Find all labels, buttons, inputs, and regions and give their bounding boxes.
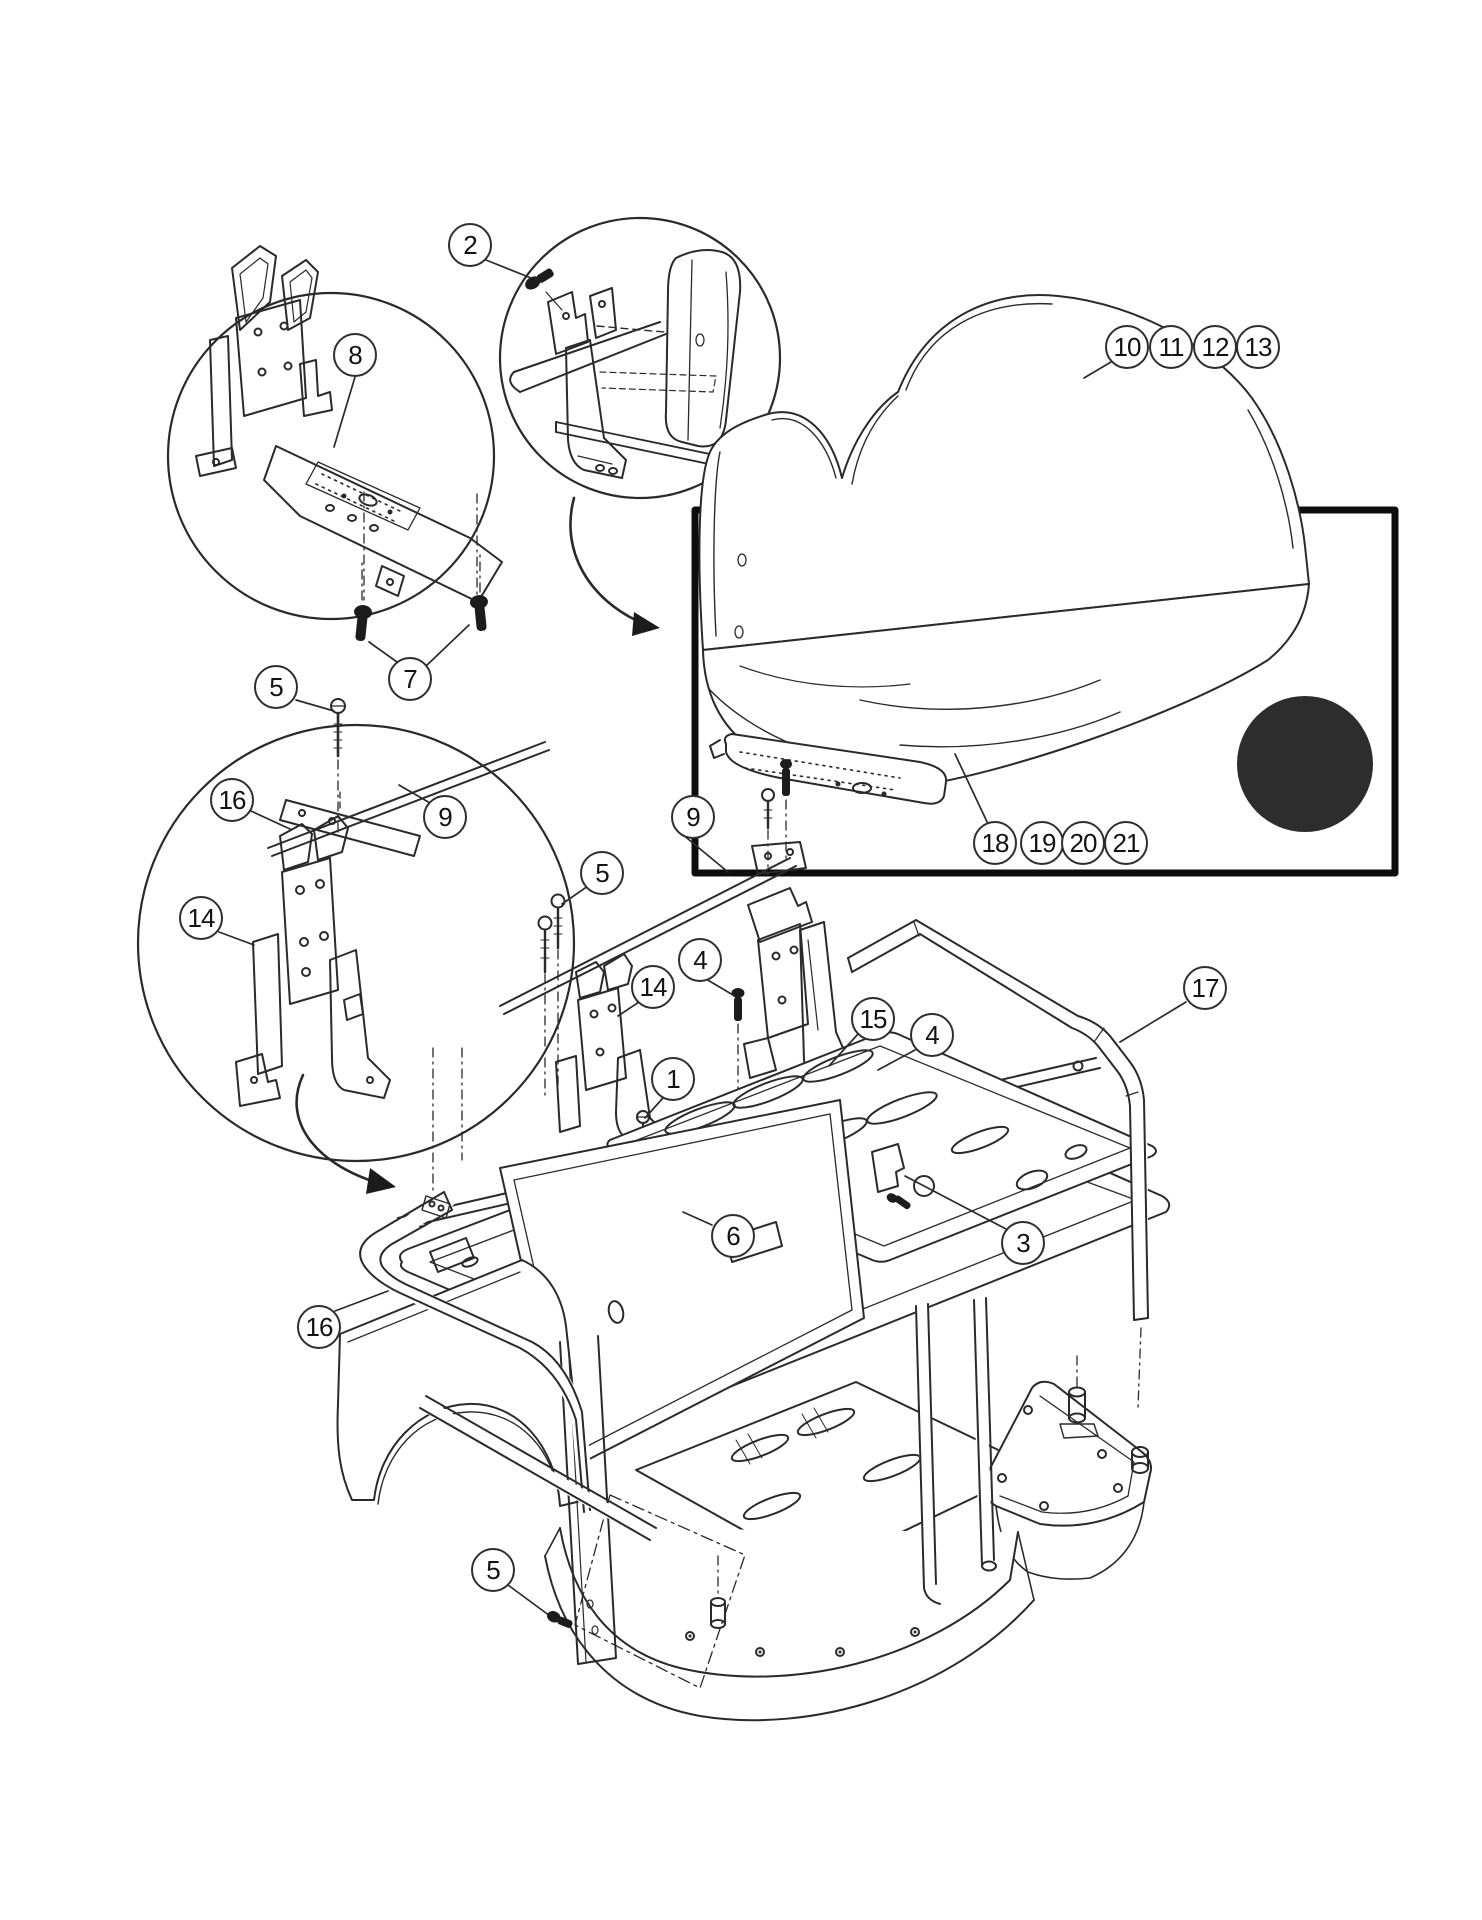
callout-12: 12 [1193,325,1237,369]
callout-9-a: 9 [423,795,467,839]
callout-1: 1 [651,1057,695,1101]
frame-tube-16 [359,1191,662,1545]
callout-4-b: 4 [910,1013,954,1057]
screw-5-bottom [546,1611,573,1629]
callout-leader-lines [218,259,1187,1617]
callout-18: 18 [973,821,1017,865]
callout-5-b: 5 [580,851,624,895]
cart-rear-body [336,1099,1152,1722]
callout-7: 7 [388,657,432,701]
callout-6: 6 [711,1214,755,1258]
callout-20: 20 [1061,821,1105,865]
bench-seat [698,294,1310,805]
callout-9-b: 9 [671,795,715,839]
callout-8: 8 [333,333,377,377]
callout-4-a: 4 [678,938,722,982]
callout-5-a: 5 [254,665,298,709]
callout-16-a: 16 [210,778,254,822]
callout-17: 17 [1183,966,1227,1010]
pointer-arrows [295,496,660,1194]
callout-5-c: 5 [471,1548,515,1592]
callout-14-b: 14 [631,965,675,1009]
callout-3: 3 [1001,1221,1045,1265]
callout-15: 15 [851,997,895,1041]
callout-19: 19 [1020,821,1064,865]
screw-2 [525,268,554,290]
screw-7-pair [354,551,488,642]
callout-2: 2 [448,223,492,267]
callout-16-b: 16 [297,1305,341,1349]
callout-14-a: 14 [179,896,223,940]
filled-dark-circle [1237,696,1373,832]
callout-10: 10 [1105,325,1149,369]
callout-13: 13 [1236,325,1280,369]
callout-21: 21 [1104,821,1148,865]
bag-rail-17 [842,919,1149,1609]
magnifier-circles [136,216,782,1163]
callout-11: 11 [1149,325,1193,369]
